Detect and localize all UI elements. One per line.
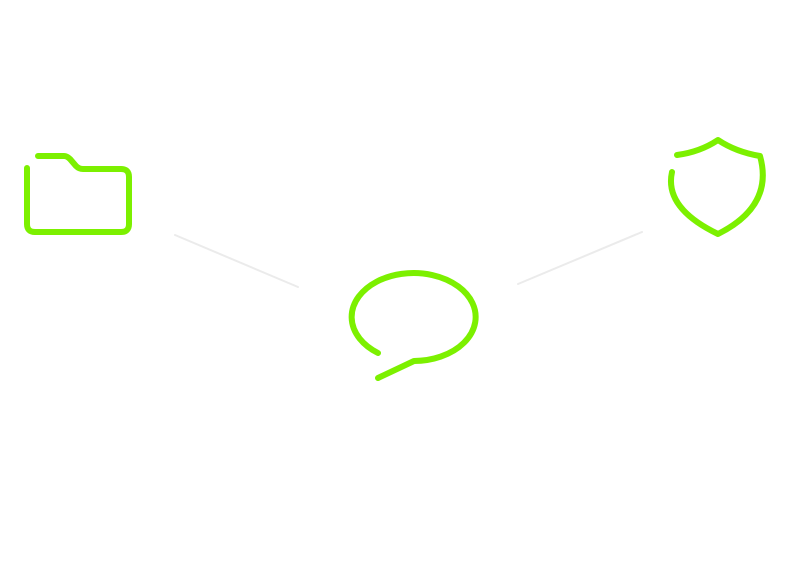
speech-bubble-icon <box>348 270 479 381</box>
connector-folder-to-chat <box>174 234 299 288</box>
folder-icon <box>24 153 132 235</box>
connector-chat-to-shield <box>517 231 643 285</box>
shield-icon <box>668 137 766 237</box>
